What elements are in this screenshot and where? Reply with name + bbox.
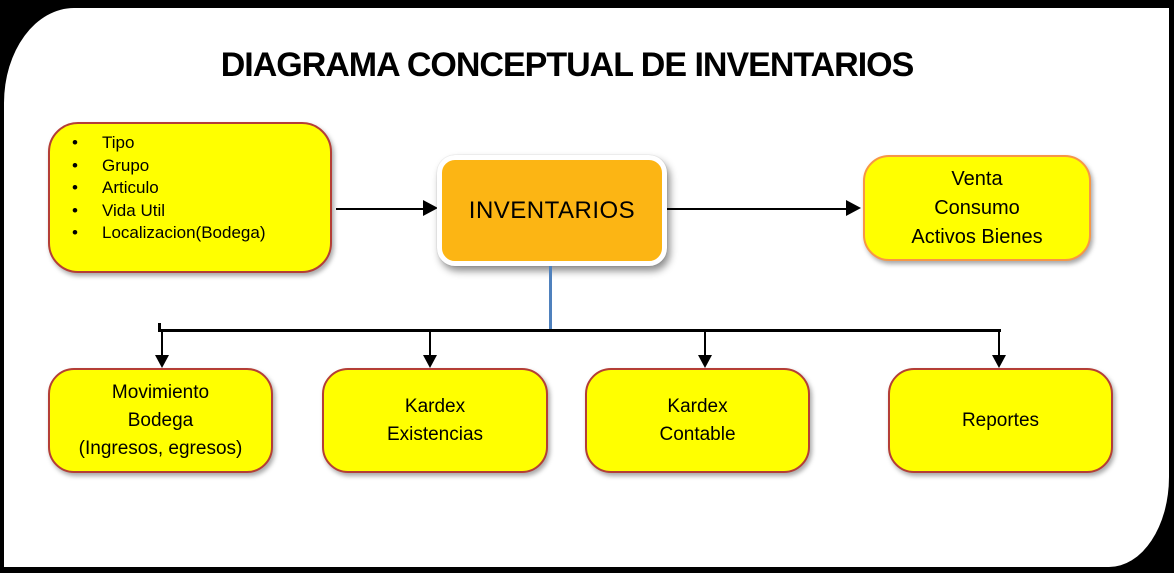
arrowhead-down-icon: [154, 355, 169, 368]
arrow-stem-child-3: [703, 330, 707, 357]
node-inventarios: INVENTARIOS: [437, 155, 667, 266]
list-item-label: Vida Util: [102, 200, 165, 220]
list-item: • Grupo: [72, 155, 322, 178]
list-item-label: Articulo: [102, 178, 159, 198]
node-attributes: • Tipo • Grupo • Articulo • Vida Util • …: [48, 122, 332, 273]
node-outputs: Venta Consumo Activos Bienes: [863, 155, 1091, 261]
arrow-stem-child-4: [997, 330, 1001, 357]
arrow-line-attributes-to-center: [336, 207, 425, 211]
node-outputs-label: Venta Consumo Activos Bienes: [911, 167, 1043, 248]
connector-horizontal-line: [158, 329, 1001, 332]
bullet-icon: •: [72, 200, 78, 220]
connector-left-tick: [158, 323, 161, 331]
arrow-line-center-to-outputs: [667, 207, 848, 211]
slide-canvas: [4, 8, 1169, 567]
arrowhead-down-icon: [991, 355, 1006, 368]
node-label: Movimiento Bodega (Ingresos, egresos): [78, 381, 243, 459]
list-item: • Localizacion(Bodega): [72, 222, 322, 245]
bullet-icon: •: [72, 178, 78, 198]
arrow-stem-child-2: [428, 330, 432, 357]
connector-blue-drop-line: [549, 266, 552, 330]
arrowhead-down-icon: [697, 355, 712, 368]
list-item: • Articulo: [72, 177, 322, 200]
diagram-title: DIAGRAMA CONCEPTUAL DE INVENTARIOS: [220, 46, 915, 84]
node-label: Kardex Existencias: [386, 395, 484, 445]
list-item: • Vida Util: [72, 200, 322, 223]
node-kardex-existencias: Kardex Existencias: [322, 368, 548, 473]
node-label: Reportes: [961, 409, 1040, 431]
node-label: Kardex Contable: [659, 395, 736, 445]
node-inventarios-label: INVENTARIOS: [468, 196, 636, 224]
node-kardex-contable: Kardex Contable: [585, 368, 810, 473]
list-item-label: Grupo: [102, 155, 150, 175]
list-item-label: Localizacion(Bodega): [102, 223, 266, 243]
bullet-icon: •: [72, 133, 78, 152]
arrowhead-down-icon: [422, 355, 437, 368]
list-item: • Tipo: [72, 132, 322, 155]
arrowhead-right-icon: [423, 200, 438, 216]
node-reportes: Reportes: [888, 368, 1113, 473]
bullet-icon: •: [72, 155, 78, 175]
list-item-label: Tipo: [102, 133, 135, 152]
node-movimiento-bodega: Movimiento Bodega (Ingresos, egresos): [48, 368, 273, 473]
arrowhead-right-icon: [846, 200, 861, 216]
arrow-stem-child-1: [160, 330, 164, 357]
bullet-icon: •: [72, 223, 78, 243]
